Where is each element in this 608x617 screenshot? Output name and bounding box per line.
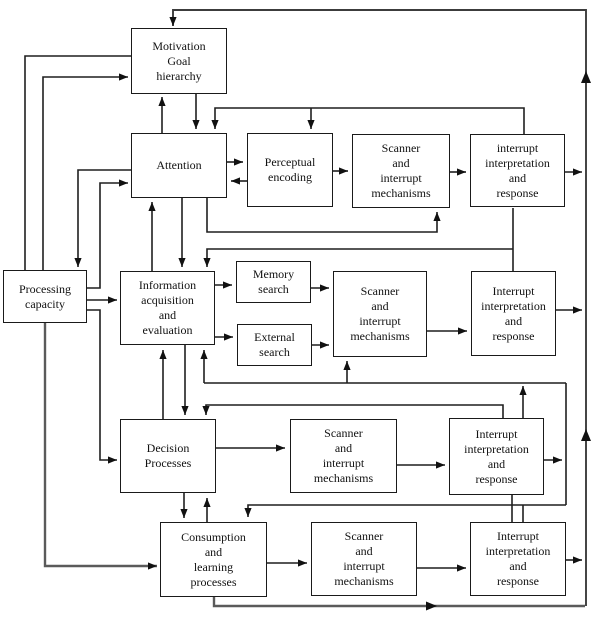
edge-attention-to-scanner1-bottom (206, 198, 441, 233)
node-interrupt-response-3: Interrupt interpretation and response (449, 418, 544, 495)
arrowhead-bottom-line (426, 601, 437, 611)
node-interrupt-response-2: Interrupt interpretation and response (471, 271, 556, 356)
node-scanner-interrupt-3: Scanner and interrupt mechanisms (290, 419, 397, 493)
edge-interrupt1-to-information (203, 248, 513, 267)
node-scanner-interrupt-1: Scanner and interrupt mechanisms (352, 134, 450, 208)
edge-processing-to-attention (87, 179, 128, 289)
edge-processing-to-consumption (43, 322, 157, 570)
node-interrupt-response-4: Interrupt interpretation and response (470, 522, 566, 596)
node-interrupt-response-1: interrupt interpretation and response (470, 134, 565, 207)
node-scanner-interrupt-2: Scanner and interrupt mechanisms (333, 271, 427, 357)
arrowhead-collector-upper (581, 71, 591, 83)
node-consumption-learning: Consumption and learning processes (160, 522, 267, 597)
edge-interrupt1-to-attention (211, 107, 525, 134)
node-information-acquisition: Information acquisition and evaluation (120, 271, 215, 345)
edge-processing-to-decision (87, 309, 117, 464)
edge-attention-to-processing (74, 169, 131, 267)
edge-interrupt3-to-decision (202, 404, 504, 419)
node-attention: Attention (131, 133, 227, 198)
edge-collector-to-motivation (169, 9, 587, 606)
edge-bus505-to-consumption (244, 504, 566, 517)
node-memory-search: Memory search (236, 261, 311, 303)
arrowhead-collector-lower (581, 429, 591, 441)
edge-motivation-to-processing (24, 55, 131, 270)
node-scanner-interrupt-4: Scanner and interrupt mechanisms (311, 522, 417, 596)
node-perceptual-encoding: Perceptual encoding (247, 133, 333, 207)
edge-consumption-to-collector (212, 597, 585, 608)
node-decision-processes: Decision Processes (120, 419, 216, 493)
node-processing-capacity: Processing capacity (3, 270, 87, 323)
node-external-search: External search (237, 324, 312, 366)
node-motivation-goal-hierarchy: Motivation Goal hierarchy (131, 28, 227, 94)
edge-processing-to-motivation (42, 73, 128, 270)
